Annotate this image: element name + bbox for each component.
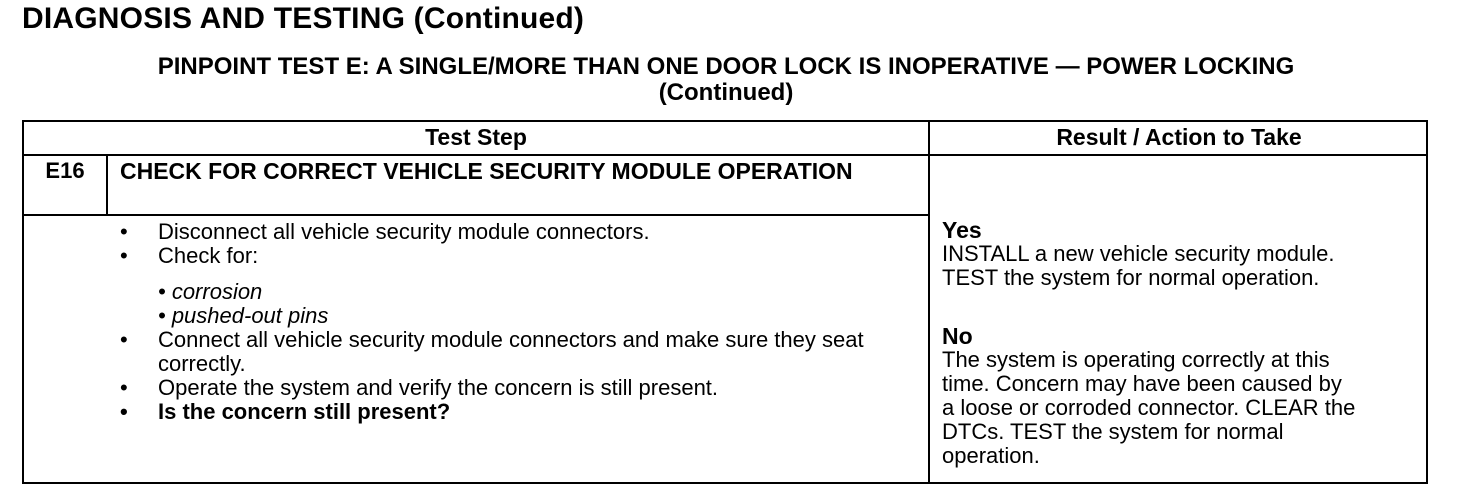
instruction-list: • Disconnect all vehicle security module…	[118, 220, 918, 424]
result-yes: Yes INSTALL a new vehicle security modul…	[942, 218, 1426, 290]
result-no-label: No	[942, 323, 973, 349]
bullet-icon: •	[120, 219, 128, 244]
bullet-icon: •	[120, 399, 128, 424]
bullet-icon: •	[120, 327, 128, 352]
result-no-line: operation.	[942, 443, 1040, 468]
instruction-text: Is the concern still present?	[158, 399, 451, 424]
step-title: CHECK FOR CORRECT VEHICLE SECURITY MODUL…	[120, 158, 853, 184]
bullet-icon: •	[120, 243, 128, 268]
column-divider	[928, 122, 930, 482]
instruction-text: Check for:	[158, 243, 259, 268]
test-title-line-1: PINPOINT TEST E: A SINGLE/MORE THAN ONE …	[157, 53, 1295, 80]
result-no-line: time. Concern may have been caused by	[942, 371, 1342, 396]
header-divider	[24, 154, 1426, 156]
page-heading: DIAGNOSIS AND TESTING (Continued)	[22, 2, 585, 35]
test-title-line-2: (Continued)	[658, 79, 794, 106]
result-yes-line: TEST the system for normal operation.	[942, 265, 1320, 290]
test-step-table: Test Step Result / Action to Take E16 CH…	[22, 120, 1428, 484]
instruction-item: • Operate the system and verify the conc…	[118, 376, 918, 400]
pinpoint-test-title: PINPOINT TEST E: A SINGLE/MORE THAN ONE …	[20, 54, 1432, 106]
result-no-line: The system is operating correctly at thi…	[942, 347, 1330, 372]
result-no: No The system is operating correctly at …	[942, 324, 1426, 468]
check-item-pushed-out-pins: • pushed-out pins	[158, 303, 329, 328]
step-id: E16	[45, 158, 85, 183]
result-no-line: a loose or corroded connector. CLEAR the	[942, 395, 1356, 420]
header-result-action: Result / Action to Take	[1056, 124, 1302, 150]
instruction-item: • Connect all vehicle security module co…	[118, 328, 918, 376]
step-id-divider	[106, 156, 108, 214]
result-yes-line: INSTALL a new vehicle security module.	[942, 241, 1335, 266]
header-test-step: Test Step	[425, 124, 527, 150]
bullet-icon: •	[120, 375, 128, 400]
instruction-text: Operate the system and verify the concer…	[158, 375, 719, 400]
step-title-divider	[24, 214, 928, 216]
check-item-corrosion: • corrosion	[158, 279, 263, 304]
instruction-text: Disconnect all vehicle security module c…	[158, 219, 650, 244]
result-actions: Yes INSTALL a new vehicle security modul…	[942, 218, 1426, 468]
result-yes-label: Yes	[942, 217, 982, 243]
instruction-question: • Is the concern still present?	[118, 400, 918, 424]
result-no-line: DTCs. TEST the system for normal	[942, 419, 1284, 444]
instruction-text: Connect all vehicle security module conn…	[158, 327, 864, 376]
instruction-item: • Disconnect all vehicle security module…	[118, 220, 918, 244]
check-sublist: • corrosion • pushed-out pins	[118, 280, 918, 328]
instruction-item: • Check for:	[118, 244, 918, 268]
